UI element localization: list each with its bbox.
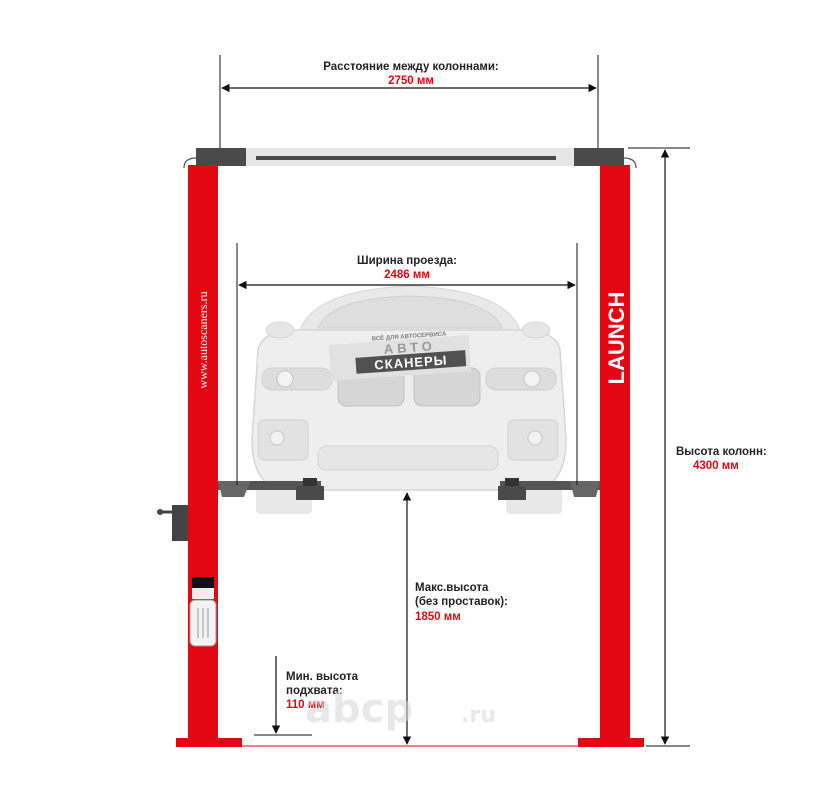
max-height-label-1: Макс.высота <box>415 582 489 594</box>
right-column: LAUNCH <box>578 165 644 747</box>
column-brand-text: LAUNCH <box>604 292 629 385</box>
min-height-value: 110 мм <box>286 699 325 711</box>
plate-mid-text: АВТО <box>383 338 436 357</box>
min-height-label-2: подхвата: <box>286 685 343 697</box>
drive-width-dimension: Ширина проезда: 2486 мм <box>236 243 578 485</box>
column-height-dimension: Высота колонн: 4300 мм <box>628 147 767 747</box>
lift-arms <box>216 478 600 500</box>
control-box <box>157 505 217 647</box>
min-height-dimension: Мин. высота подхвата: 110 мм <box>254 656 359 736</box>
left-column: www.autoscaners.ru <box>176 165 242 747</box>
top-crossbar <box>183 148 637 169</box>
watermark-suffix: .ru <box>461 703 496 728</box>
column-distance-dimension: Расстояние между колоннами: 2750 мм <box>219 55 599 148</box>
column-distance-label: Расстояние между колоннами: <box>323 61 499 73</box>
column-height-value: 4300 мм <box>693 460 739 472</box>
column-site-text: www.autoscaners.ru <box>196 291 210 388</box>
max-height-dimension: Макс.высота (без проставок): 1850 мм <box>402 492 508 745</box>
max-height-value: 1850 мм <box>415 611 461 623</box>
min-height-label-1: Мин. высота <box>286 671 359 683</box>
watermark: abcp .ru <box>305 686 496 732</box>
max-height-label-2: (без проставок): <box>415 596 508 608</box>
car-illustration: ВСЁ ДЛЯ АВТОСЕРВИСА АВТО СКАНЕРЫ <box>251 285 567 514</box>
column-distance-value: 2750 мм <box>388 75 434 87</box>
watermark-text: abcp <box>305 686 413 732</box>
column-height-label: Высота колонн: <box>676 446 767 458</box>
drive-width-label: Ширина проезда: <box>357 255 457 267</box>
plate-bottom-text: СКАНЕРЫ <box>374 352 448 372</box>
drive-width-value: 2486 мм <box>384 269 430 281</box>
